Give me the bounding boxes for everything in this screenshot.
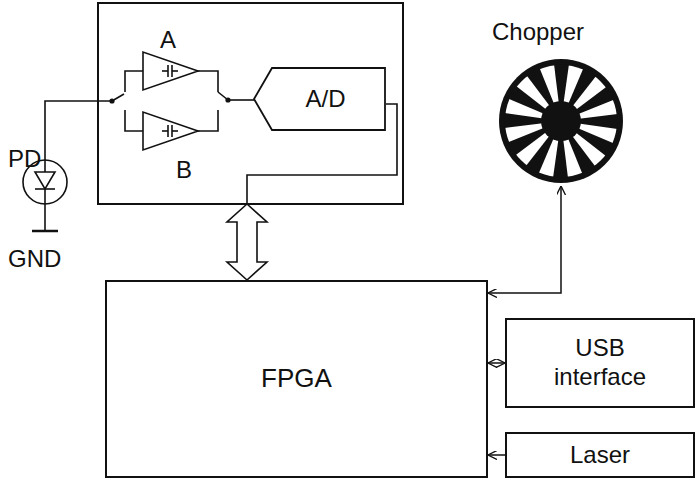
part-label: PD [8,145,41,173]
signal-connector [488,362,505,364]
part-label: B [176,156,192,184]
chopper-wheel: Chopper [488,18,634,186]
chopper-disc [496,56,626,186]
converter-block: A/D [253,67,386,131]
interface-box: USB interface [505,318,695,408]
amplifier-circuit [23,52,397,231]
node-label: Chopper [465,18,611,47]
bus-arrow [227,204,267,280]
node-label: A/D [305,85,345,114]
node-label: Laser [570,441,630,470]
amplifier-board [98,3,403,204]
laser-box: Laser [505,432,695,478]
part-label: GND [8,245,61,273]
signal-connector [488,454,505,456]
node-label: USB interface [540,334,660,392]
signal-connector [488,186,561,293]
node-label: FPGA [261,363,332,394]
fpga-box: FPGA [105,280,488,478]
part-label: A [160,26,176,54]
